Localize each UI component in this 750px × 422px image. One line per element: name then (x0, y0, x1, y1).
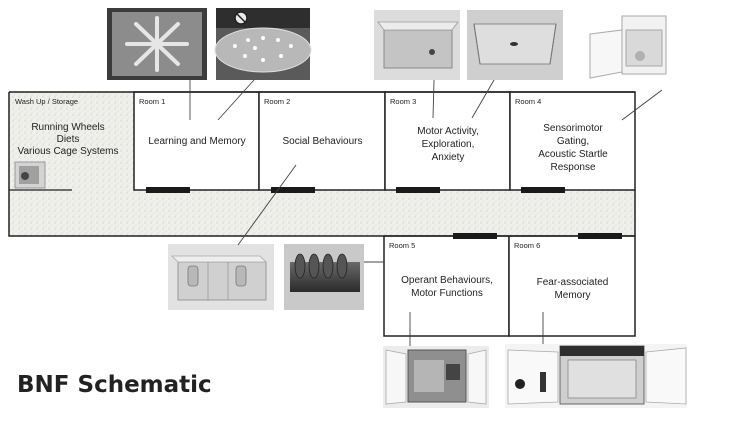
room-desc-line: Exploration, (421, 139, 475, 150)
door-room-1 (146, 187, 190, 193)
page-title: BNF Schematic (17, 372, 212, 398)
social-cylinders-photo (284, 244, 364, 310)
room-2-description: Social Behaviours (260, 135, 385, 148)
social-arena-photo (168, 244, 274, 310)
door-room-2 (271, 187, 315, 193)
room-desc-line: Sensorimotor (543, 123, 603, 134)
room-1-label: Room 1 (139, 97, 166, 106)
room-6-description: Fear-associated Memory (510, 276, 635, 302)
door-room-5 (453, 233, 497, 239)
room-3-description: Motor Activity, Exploration, Anxiety (386, 125, 510, 164)
outer-wall (8, 91, 636, 237)
room-desc-line: Social Behaviours (282, 136, 363, 147)
room-desc-line: Operant Behaviours, (401, 275, 493, 286)
room-4-label: Room 4 (515, 97, 542, 106)
wash-desc-line: Diets (56, 134, 80, 145)
room-desc-line: Response (550, 162, 596, 173)
room-desc-line: Learning and Memory (148, 136, 246, 147)
room-4-area (509, 91, 636, 191)
wash-desc-line: Running Wheels (31, 122, 105, 133)
room-5-label: Room 5 (389, 241, 416, 250)
cage-photo (14, 161, 46, 189)
room-2-label: Room 2 (264, 97, 291, 106)
operant-chamber-photo (383, 346, 489, 408)
room-desc-line: Motor Functions (411, 288, 483, 299)
room-2-area (258, 91, 386, 191)
wash-storage-description: Running Wheels Diets Various Cage System… (10, 122, 126, 158)
room-4-description: Sensorimotor Gating, Acoustic Startle Re… (511, 122, 635, 174)
barnes-maze-photo (214, 8, 312, 80)
room-1-description: Learning and Memory (135, 135, 259, 148)
room-6-area (508, 235, 636, 337)
room-6-label: Room 6 (514, 241, 541, 250)
room-desc-line: Anxiety (431, 152, 465, 163)
open-field-box-photo (374, 10, 460, 80)
room-desc-line: Acoustic Startle (538, 149, 608, 160)
room-desc-line: Gating, (556, 136, 590, 147)
room-desc-line: Fear-associated (536, 277, 609, 288)
door-room-4 (521, 187, 565, 193)
room-desc-line: Memory (554, 290, 591, 301)
open-field-platform-photo (467, 10, 563, 80)
radial-maze-photo (107, 8, 207, 80)
wash-desc-line: Various Cage Systems (17, 146, 119, 157)
room-3-label: Room 3 (390, 97, 417, 106)
startle-chamber-photo (586, 14, 672, 82)
room-5-description: Operant Behaviours, Motor Functions (385, 274, 509, 300)
room-desc-line: Motor Activity, (417, 126, 479, 137)
door-room-3 (396, 187, 440, 193)
connector-lines (189, 79, 663, 346)
fear-conditioning-photo (505, 344, 687, 408)
wash-storage-label: Wash Up / Storage (15, 97, 79, 106)
door-room-6 (578, 233, 622, 239)
